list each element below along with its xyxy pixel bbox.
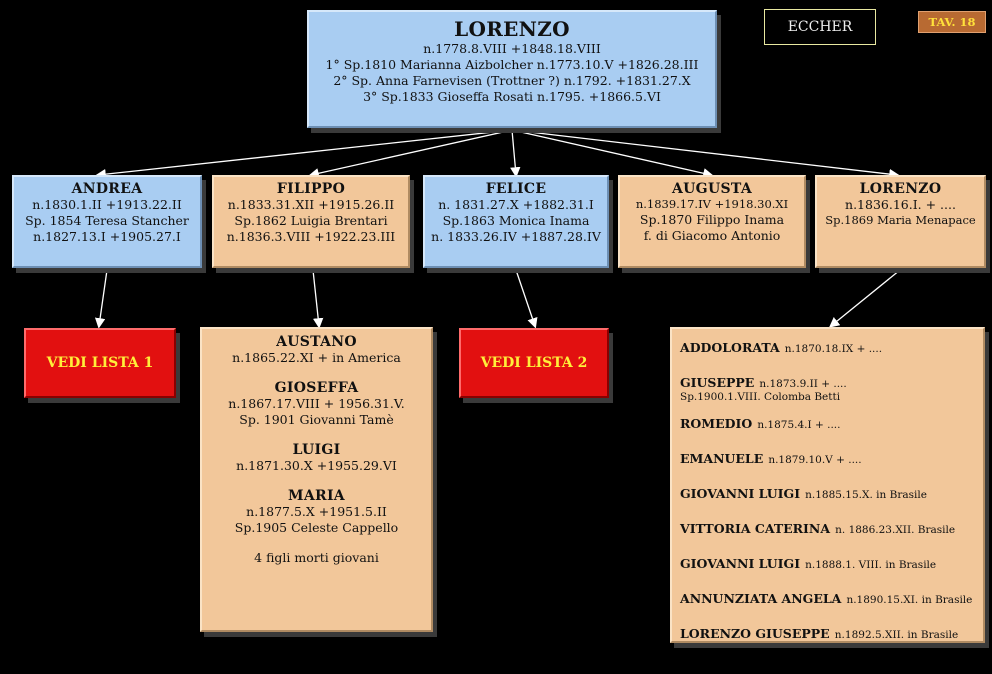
child-line: Sp.1870 Filippo Inama xyxy=(639,212,785,227)
connector-root-felice xyxy=(510,129,521,178)
child-name: ANDREA xyxy=(71,181,143,197)
child-box-filippo: FILIPPO n.1833.31.XII +1915.26.II Sp.186… xyxy=(212,175,410,268)
grandchild-line: n.1867.17.VIII + 1956.31.V. xyxy=(228,396,405,411)
list-item-detail: n. 1886.23.XII. Brasile xyxy=(835,524,956,536)
child-name: LORENZO xyxy=(859,181,942,197)
table-number-badge: TAV. 18 xyxy=(918,11,986,33)
list-item-name: GIUSEPPE xyxy=(680,375,755,390)
lorenzo-children-box: ADDOLORATA n.1870.18.IX + .... GIUSEPPE … xyxy=(670,327,985,643)
child-line: f. di Giacomo Antonio xyxy=(643,228,781,243)
filippo-children-box: AUSTANO n.1865.22.XI + in America GIOSEF… xyxy=(200,327,433,632)
list-item-detail: n.1870.18.IX + .... xyxy=(784,343,883,355)
vedi-lista-1-button[interactable]: VEDI LISTA 1 xyxy=(24,328,176,398)
root-line: 2° Sp. Anna Farnevisen (Trottner ?) n.17… xyxy=(333,73,691,88)
child-line: n.1836.3.VIII +1922.23.III xyxy=(226,229,396,244)
list-item: ROMEDIO n.1875.4.I + .... xyxy=(680,413,975,432)
child-line: Sp.1863 Monica Inama xyxy=(442,213,590,228)
connector-root-filippo xyxy=(308,129,513,179)
child-line: Sp.1862 Luigia Brentari xyxy=(234,213,388,228)
list-item-name: EMANUELE xyxy=(680,451,764,466)
list-item-detail: n.1873.9.II + .... xyxy=(759,378,847,390)
child-name: FILIPPO xyxy=(276,181,346,197)
list-item: ANNUNZIATA ANGELA n.1890.15.XI. in Brasi… xyxy=(680,588,975,607)
list-item-detail: n.1892.5.XII. in Brasile xyxy=(834,629,959,641)
connector-filippo-children xyxy=(312,269,324,329)
child-line: n.1830.1.II +1913.22.II xyxy=(32,197,182,212)
list-item: VITTORIA CATERINA n. 1886.23.XII. Brasil… xyxy=(680,518,975,537)
grandchild-line: Sp.1905 Celeste Cappello xyxy=(234,520,399,535)
connector-andrea-vedi1 xyxy=(94,269,108,329)
grandchild-name: LUIGI xyxy=(292,442,341,458)
list-item-detail: n.1885.15.X. in Brasile xyxy=(805,489,927,501)
grandchild-line: n.1871.30.X +1955.29.VI xyxy=(236,458,397,473)
child-line: n.1833.31.XII +1915.26.II xyxy=(227,197,395,212)
grandchild-note: 4 figli morti giovani xyxy=(254,550,379,565)
list-item-name: GIOVANNI LUIGI xyxy=(680,486,801,501)
child-line: n.1839.17.IV +1918.30.XI xyxy=(635,197,789,211)
child-line: n.1827.13.I +1905.27.I xyxy=(33,229,181,244)
root-name: LORENZO xyxy=(454,17,570,41)
list-item-detail: n.1879.10.V + .... xyxy=(768,454,862,466)
child-box-andrea: ANDREA n.1830.1.II +1913.22.II Sp. 1854 … xyxy=(12,175,202,268)
child-name: FELICE xyxy=(485,181,547,197)
list-item-name: ADDOLORATA xyxy=(680,340,780,355)
grandchild-name: AUSTANO xyxy=(276,334,357,350)
vedi-lista-2-button[interactable]: VEDI LISTA 2 xyxy=(459,328,609,398)
grandchild-name: MARIA xyxy=(288,488,345,504)
connector-root-lorenzo xyxy=(511,129,900,180)
list-item-detail: n.1875.4.I + .... xyxy=(757,419,841,431)
list-item: GIOVANNI LUIGI n.1888.1. VIII. in Brasil… xyxy=(680,553,975,572)
list-item-name: LORENZO GIUSEPPE xyxy=(680,626,830,641)
child-line: Sp. 1854 Teresa Stancher xyxy=(25,213,189,228)
child-name: AUGUSTA xyxy=(672,181,752,197)
connector-lorenzo-children xyxy=(828,269,901,328)
child-line: n. 1833.26.IV +1887.28.IV xyxy=(431,229,601,244)
list-item-extra: Sp.1900.1.VIII. Colomba Betti xyxy=(680,391,841,403)
connector-felice-vedi2 xyxy=(515,269,538,329)
grandchild-line: n.1877.5.X +1951.5.II xyxy=(246,504,387,519)
child-line: n.1836.16.I. + .... xyxy=(845,197,956,212)
list-item: GIOVANNI LUIGI n.1885.15.X. in Brasile xyxy=(680,483,975,502)
list-item: EMANUELE n.1879.10.V + .... xyxy=(680,448,975,467)
list-item: GIUSEPPE n.1873.9.II + .... Sp.1900.1.VI… xyxy=(680,372,975,403)
list-item: LORENZO GIUSEPPE n.1892.5.XII. in Brasil… xyxy=(680,623,975,642)
family-name-label: ECCHER xyxy=(764,9,876,45)
list-item-detail: n.1890.15.XI. in Brasile xyxy=(846,594,973,606)
list-item-name: VITTORIA CATERINA xyxy=(680,521,831,536)
list-item-name: ANNUNZIATA ANGELA xyxy=(680,591,842,606)
grandchild-line: Sp. 1901 Giovanni Tamè xyxy=(239,412,394,427)
child-box-augusta: AUGUSTA n.1839.17.IV +1918.30.XI Sp.1870… xyxy=(618,175,806,268)
connector-root-andrea xyxy=(95,129,513,180)
child-box-lorenzo: LORENZO n.1836.16.I. + .... Sp.1869 Mari… xyxy=(815,175,986,268)
list-item-detail: n.1888.1. VIII. in Brasile xyxy=(805,559,937,571)
grandchild-name: GIOSEFFA xyxy=(274,380,359,396)
list-item: ADDOLORATA n.1870.18.IX + .... xyxy=(680,337,975,356)
root-line: n.1778.8.VIII +1848.18.VIII xyxy=(423,41,601,56)
list-item-name: ROMEDIO xyxy=(680,416,753,431)
grandchild-line: n.1865.22.XI + in America xyxy=(232,350,401,365)
root-person-box: LORENZO n.1778.8.VIII +1848.18.VIII 1° S… xyxy=(307,10,717,128)
child-line: n. 1831.27.X +1882.31.I xyxy=(438,197,594,212)
child-box-felice: FELICE n. 1831.27.X +1882.31.I Sp.1863 M… xyxy=(423,175,609,268)
list-item-name: GIOVANNI LUIGI xyxy=(680,556,801,571)
connector-root-augusta xyxy=(511,129,714,179)
child-line: Sp.1869 Maria Menapace xyxy=(825,213,976,227)
root-line: 1° Sp.1810 Marianna Aizbolcher n.1773.10… xyxy=(325,57,699,72)
root-line: 3° Sp.1833 Gioseffa Rosati n.1795. +1866… xyxy=(363,89,661,104)
